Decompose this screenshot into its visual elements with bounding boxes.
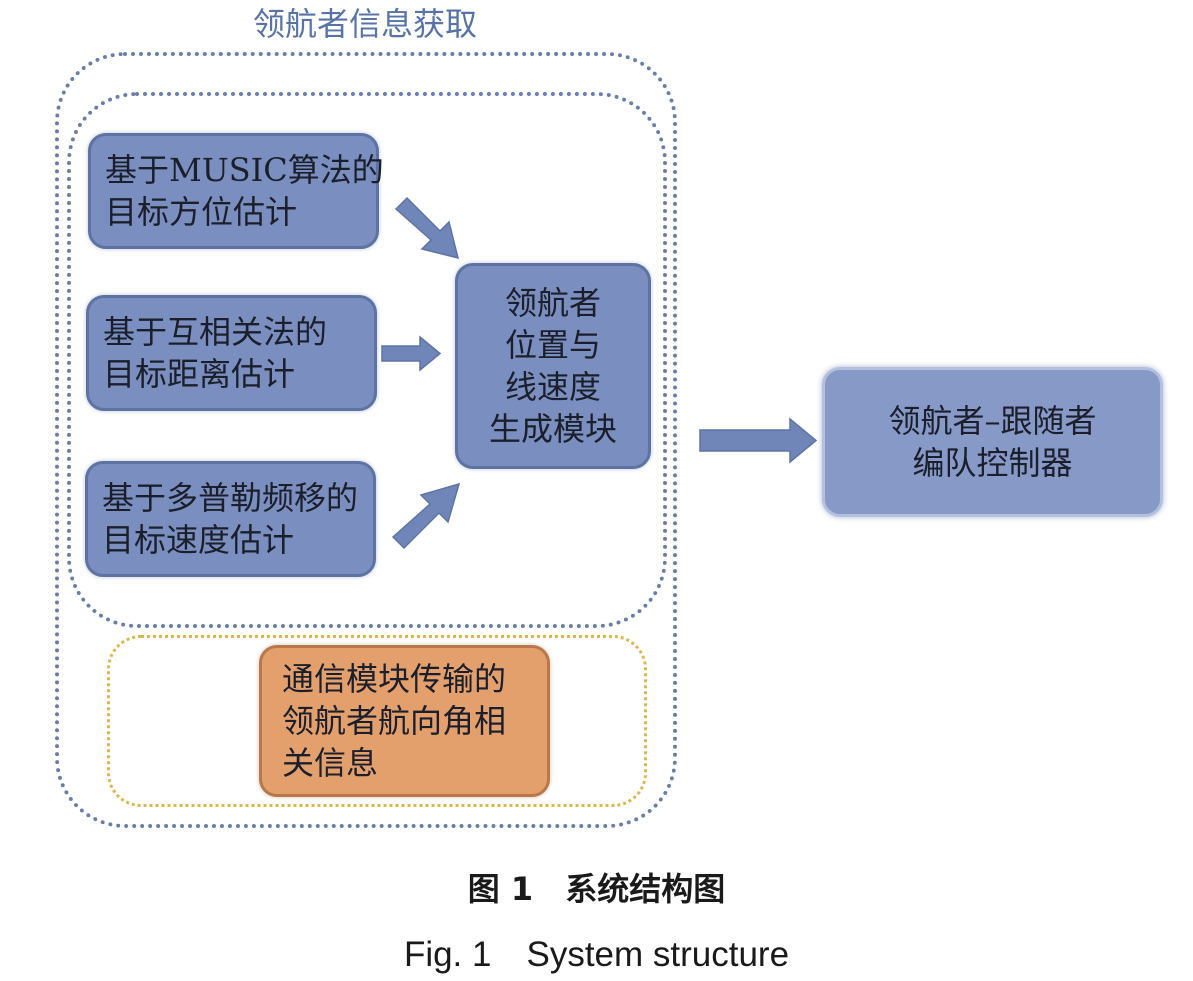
- node-label-line: 领航者–跟随者: [888, 402, 1097, 440]
- node-label-line: 基于MUSIC算法的: [105, 151, 384, 189]
- node-label-line: 目标距离估计: [103, 355, 296, 393]
- node-label-line: 目标方位估计: [105, 193, 298, 231]
- node-label-line: 关信息: [282, 744, 379, 782]
- figure-caption-cn: 图 1 系统结构图: [467, 870, 726, 908]
- node-label-line: 线速度: [504, 368, 601, 406]
- communication-subgroup: [107, 635, 647, 807]
- node-doppler-speed: 基于多普勒频移的 目标速度估计: [85, 461, 376, 577]
- node-position-velocity: 领航者 位置与 线速度 生成模块: [455, 263, 651, 469]
- node-comm-heading: 通信模块传输的 领航者航向角相 关信息: [259, 645, 550, 797]
- node-music-bearing: 基于MUSIC算法的 目标方位估计: [88, 133, 384, 249]
- node-formation-controller: 领航者–跟随者 编队控制器: [822, 367, 1163, 517]
- node-label-line: 编队控制器: [912, 444, 1073, 482]
- node-label-line: 基于互相关法的: [103, 313, 328, 351]
- node-label-line: 领航者: [504, 284, 601, 322]
- node-label-line: 位置与: [504, 326, 601, 364]
- leader-info-acquisition-group: [55, 52, 677, 828]
- group-title: 领航者信息获取: [252, 5, 477, 43]
- figure-caption-en: Fig. 1 System structure: [403, 935, 790, 974]
- node-label-line: 基于多普勒频移的: [102, 479, 359, 517]
- arrow-position-to-controller: [699, 417, 818, 464]
- node-cross-corr-distance: 基于互相关法的 目标距离估计: [86, 295, 377, 411]
- node-label-line: 领航者航向角相: [282, 702, 507, 740]
- node-label-line: 目标速度估计: [102, 521, 295, 559]
- node-label-line: 生成模块: [488, 410, 617, 448]
- node-label-line: 通信模块传输的: [282, 660, 507, 698]
- estimation-subgroup: [67, 92, 667, 628]
